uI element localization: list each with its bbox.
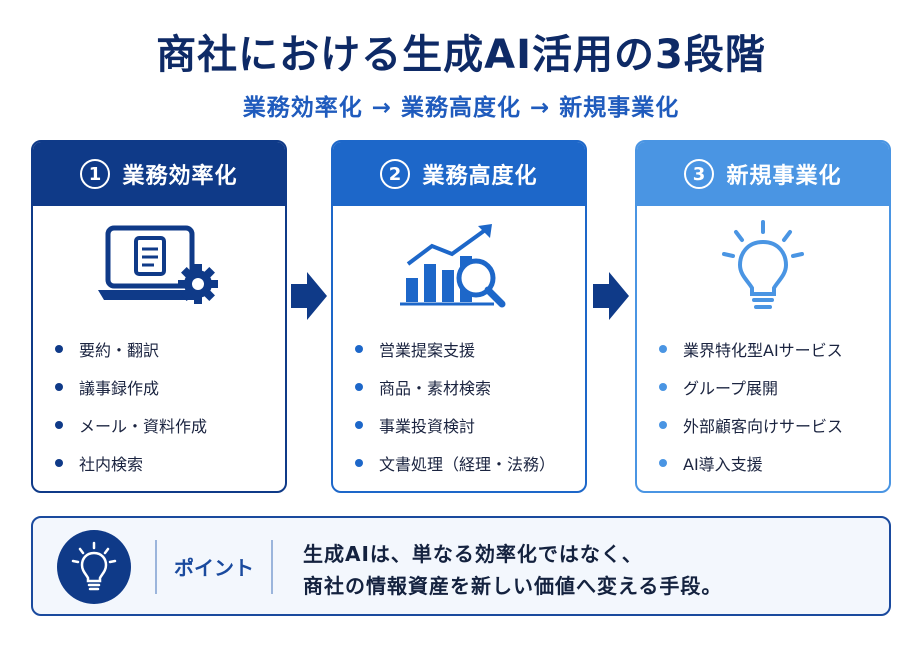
stage-card-3: 3 新規事業化 業界特化型AIサービス グループ展開 外部顧客向けサービス AI… [635,140,891,493]
divider [155,540,157,594]
stage-items-3: 業界特化型AIサービス グループ展開 外部顧客向けサービス AI導入支援 [659,330,843,482]
page-title: 商社における生成AI活用の3段階 [156,32,766,78]
stage-number-3: 3 [684,159,715,189]
bullet-icon [659,421,667,429]
laptop-document-gear-icon [33,220,285,320]
stage-header-1: 1 業務効率化 [33,142,285,206]
point-line-1: 生成AIは、単なる効率化ではなく、 [303,542,643,566]
stage-title-1: 業務効率化 [122,164,238,189]
list-item: 外部顧客向けサービス [659,406,843,444]
stage-number-2: 2 [380,159,411,189]
bullet-icon [55,383,63,391]
list-item: グループ展開 [659,368,843,406]
list-item: メール・資料作成 [55,406,207,444]
bullet-icon [659,459,667,467]
list-item: AI導入支援 [659,444,843,482]
list-item: 要約・翻訳 [55,330,207,368]
stage-items-2: 営業提案支援 商品・素材検索 事業投資検討 文書処理（経理・法務） [355,330,555,482]
bullet-icon [55,421,63,429]
list-item: 営業提案支援 [355,330,555,368]
list-item: 業界特化型AIサービス [659,330,843,368]
bullet-icon [55,459,63,467]
bar-chart-magnifier-icon [333,220,585,320]
point-line-2: 商社の情報資産を新しい価値へ変える手段。 [303,574,723,598]
point-callout: ポイント 生成AIは、単なる効率化ではなく、 商社の情報資産を新しい価値へ変える… [31,516,891,616]
stage-title-2: 業務高度化 [422,164,538,189]
point-label: ポイント [174,555,254,580]
bullet-icon [355,345,363,353]
list-item: 事業投資検討 [355,406,555,444]
stage-card-1: 1 業務効率化 [31,140,287,493]
bullet-icon [355,421,363,429]
stage-items-1: 要約・翻訳 議事録作成 メール・資料作成 社内検索 [55,330,207,482]
bullet-icon [659,345,667,353]
stage-header-3: 3 新規事業化 [637,142,889,206]
lightbulb-icon [637,220,889,320]
list-item: 文書処理（経理・法務） [355,444,555,482]
stage-title-3: 新規事業化 [726,164,842,189]
lightbulb-icon [57,530,131,604]
page-subtitle: 業務効率化 → 業務高度化 → 新規事業化 [242,95,680,121]
bullet-icon [55,345,63,353]
point-text: 生成AIは、単なる効率化ではなく、 商社の情報資産を新しい価値へ変える手段。 [303,538,722,602]
list-item: 社内検索 [55,444,207,482]
divider [271,540,273,594]
bullet-icon [355,459,363,467]
arrow-right-icon [289,270,329,326]
stage-number-1: 1 [80,159,111,189]
bullet-icon [659,383,667,391]
arrow-right-icon [591,270,631,326]
stage-header-2: 2 業務高度化 [333,142,585,206]
list-item: 議事録作成 [55,368,207,406]
bullet-icon [355,383,363,391]
list-item: 商品・素材検索 [355,368,555,406]
stage-card-2: 2 業務高度化 営業提案支援 商品・素材検索 事業投資検討 文書処理（経理・法務… [331,140,587,493]
